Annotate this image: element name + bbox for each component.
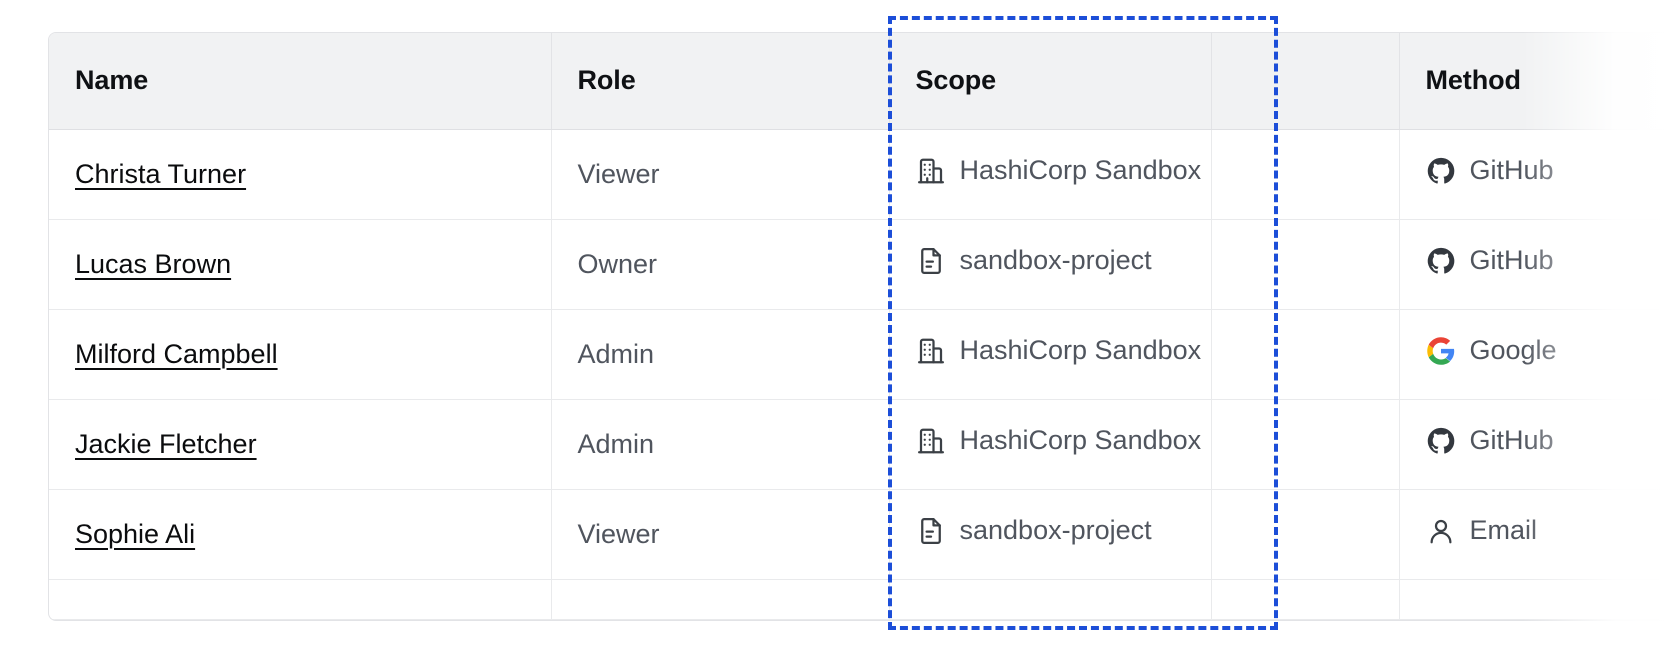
column-header-role[interactable]: Role [551, 33, 890, 130]
table-row: Christa Turner Viewer [49, 129, 1672, 220]
cell-name: Lucas Brown [49, 219, 552, 310]
cell-role: Owner [551, 219, 890, 310]
github-icon [1426, 246, 1456, 276]
cell-scope: HashiCorp Sandbox [889, 129, 1212, 220]
building-icon [916, 336, 946, 366]
cell-role: Admin [551, 399, 890, 490]
members-table: Name Role Scope Method Christa Turner Vi… [49, 33, 1672, 620]
member-name-link[interactable]: Milford Campbell [75, 338, 278, 369]
column-header-scope[interactable]: Scope [889, 33, 1212, 130]
table-header: Name Role Scope Method [49, 33, 1672, 130]
table-row: Milford Campbell Admin [49, 309, 1672, 400]
cell-scope: HashiCorp Sandbox [889, 309, 1212, 400]
table-header-row: Name Role Scope Method [49, 33, 1672, 130]
cell-scope: HashiCorp Sandbox [889, 399, 1212, 490]
cell-scope: sandbox-project [889, 489, 1212, 580]
scope-label: sandbox-project [959, 245, 1152, 276]
cell-role: Viewer [551, 129, 890, 220]
table-row [49, 579, 1672, 620]
column-header-name[interactable]: Name [49, 33, 552, 130]
google-icon [1426, 336, 1456, 366]
cell-blank [1211, 399, 1400, 490]
cell-blank [1211, 489, 1400, 580]
cell-name: Milford Campbell [49, 309, 552, 400]
cell-role [551, 579, 890, 620]
github-icon [1426, 156, 1456, 186]
method-label: GitHub [1469, 245, 1554, 276]
table-body: Christa Turner Viewer [49, 129, 1672, 620]
method-label: GitHub [1469, 155, 1554, 186]
scope-label: HashiCorp Sandbox [959, 155, 1202, 186]
cell-method [1399, 579, 1672, 620]
scope-label: HashiCorp Sandbox [959, 425, 1202, 456]
member-name-link[interactable]: Sophie Ali [75, 518, 196, 549]
cell-method: GitHub [1399, 399, 1672, 490]
method-label: Google [1469, 335, 1557, 366]
github-icon [1426, 426, 1456, 456]
cell-blank [1211, 579, 1400, 620]
building-icon [916, 426, 946, 456]
cell-name: Christa Turner [49, 129, 552, 220]
table-row: Sophie Ali Viewer [49, 489, 1672, 580]
member-name-link[interactable]: Jackie Fletcher [75, 428, 257, 459]
cell-method: GitHub [1399, 129, 1672, 220]
cell-name [49, 579, 552, 620]
cell-name: Sophie Ali [49, 489, 552, 580]
table-row: Lucas Brown Owner [49, 219, 1672, 310]
cell-blank [1211, 219, 1400, 310]
column-header-blank [1211, 33, 1400, 130]
cell-method: GitHub [1399, 219, 1672, 310]
cell-role: Viewer [551, 489, 890, 580]
cell-name: Jackie Fletcher [49, 399, 552, 490]
scope-label: HashiCorp Sandbox [959, 335, 1202, 366]
cell-method: Email [1399, 489, 1672, 580]
cell-role: Admin [551, 309, 890, 400]
cell-scope: sandbox-project [889, 219, 1212, 310]
table-row: Jackie Fletcher Admin [49, 399, 1672, 490]
building-icon [916, 156, 946, 186]
cell-scope [889, 579, 1212, 620]
scope-label: sandbox-project [959, 515, 1152, 546]
cell-blank [1211, 309, 1400, 400]
members-table-container: Name Role Scope Method Christa Turner Vi… [48, 32, 1672, 621]
method-label: Email [1469, 515, 1538, 546]
member-name-link[interactable]: Christa Turner [75, 158, 247, 189]
cell-method: Google [1399, 309, 1672, 400]
column-header-method[interactable]: Method [1399, 33, 1672, 130]
document-icon [916, 246, 946, 276]
user-icon [1426, 516, 1456, 546]
member-name-link[interactable]: Lucas Brown [75, 248, 232, 279]
method-label: GitHub [1469, 425, 1554, 456]
document-icon [916, 516, 946, 546]
cell-blank [1211, 129, 1400, 220]
